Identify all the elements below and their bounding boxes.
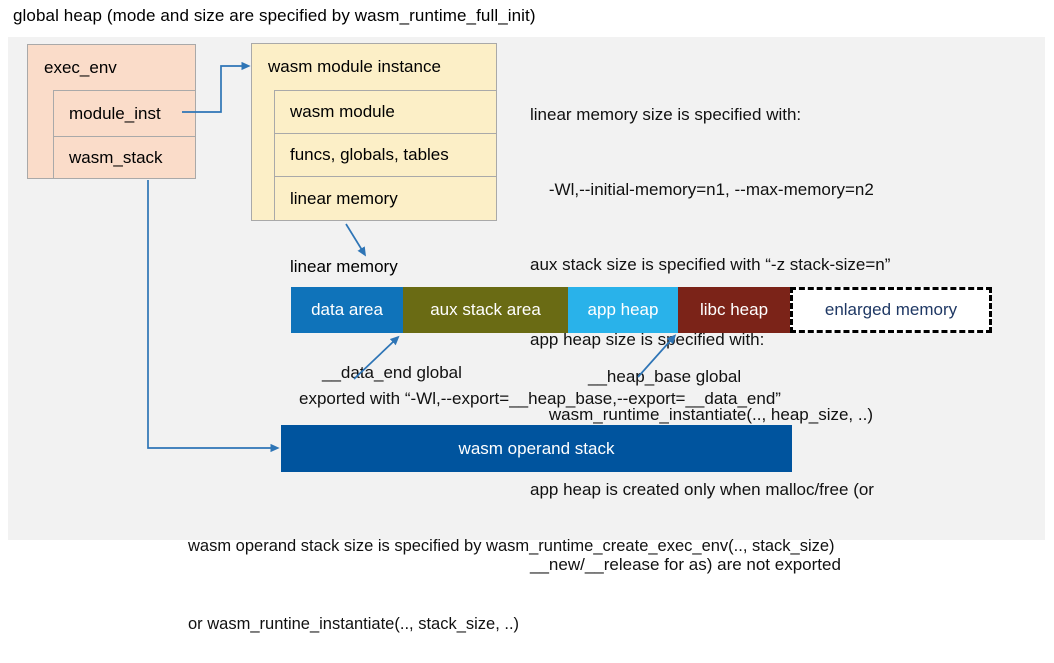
segment-data-area: data area (291, 287, 403, 333)
operand-stack-notes: wasm operand stack size is specified by … (188, 481, 835, 663)
wasm-module-instance-label: wasm module instance (268, 57, 441, 76)
funcs-globals-tables-box: funcs, globals, tables (274, 133, 497, 177)
module-inst-box: module_inst (53, 90, 196, 137)
note-line: wasm operand stack size is specified by … (188, 537, 835, 555)
heap-base-global-label: __heap_base global (588, 367, 742, 386)
linear-memory-box: linear memory (274, 176, 497, 221)
linear-memory-bar: data area aux stack area app heap libc h… (291, 287, 992, 333)
linear-memory-label: linear memory (290, 257, 398, 276)
note-line: linear memory size is specified with: (530, 105, 802, 124)
diagram-title: global heap (mode and size are specified… (13, 6, 536, 25)
exec-env-label: exec_env (44, 58, 117, 77)
segment-libc-heap: libc heap (678, 287, 790, 333)
segment-enlarged-memory: enlarged memory (790, 287, 992, 333)
segment-app-heap: app heap (568, 287, 678, 333)
wasm-module-box: wasm module (274, 90, 497, 134)
wasm-stack-box: wasm_stack (53, 136, 196, 179)
data-end-global-label: __data_end global (322, 363, 462, 382)
note-line: app heap is created only when malloc/fre… (530, 480, 874, 499)
note-line: or wasm_runtine_instantiate(.., stack_si… (188, 615, 520, 633)
exported-with-label: exported with “-Wl,--export=__heap_base,… (299, 389, 781, 408)
wasm-operand-stack-bar: wasm operand stack (281, 425, 792, 472)
note-line: aux stack size is specified with “-z sta… (530, 255, 891, 274)
note-line: wasm_runtime_instantiate(.., heap_size, … (530, 405, 873, 424)
note-line: -Wl,--initial-memory=n1, --max-memory=n2 (530, 180, 874, 199)
segment-aux-stack-area: aux stack area (403, 287, 568, 333)
